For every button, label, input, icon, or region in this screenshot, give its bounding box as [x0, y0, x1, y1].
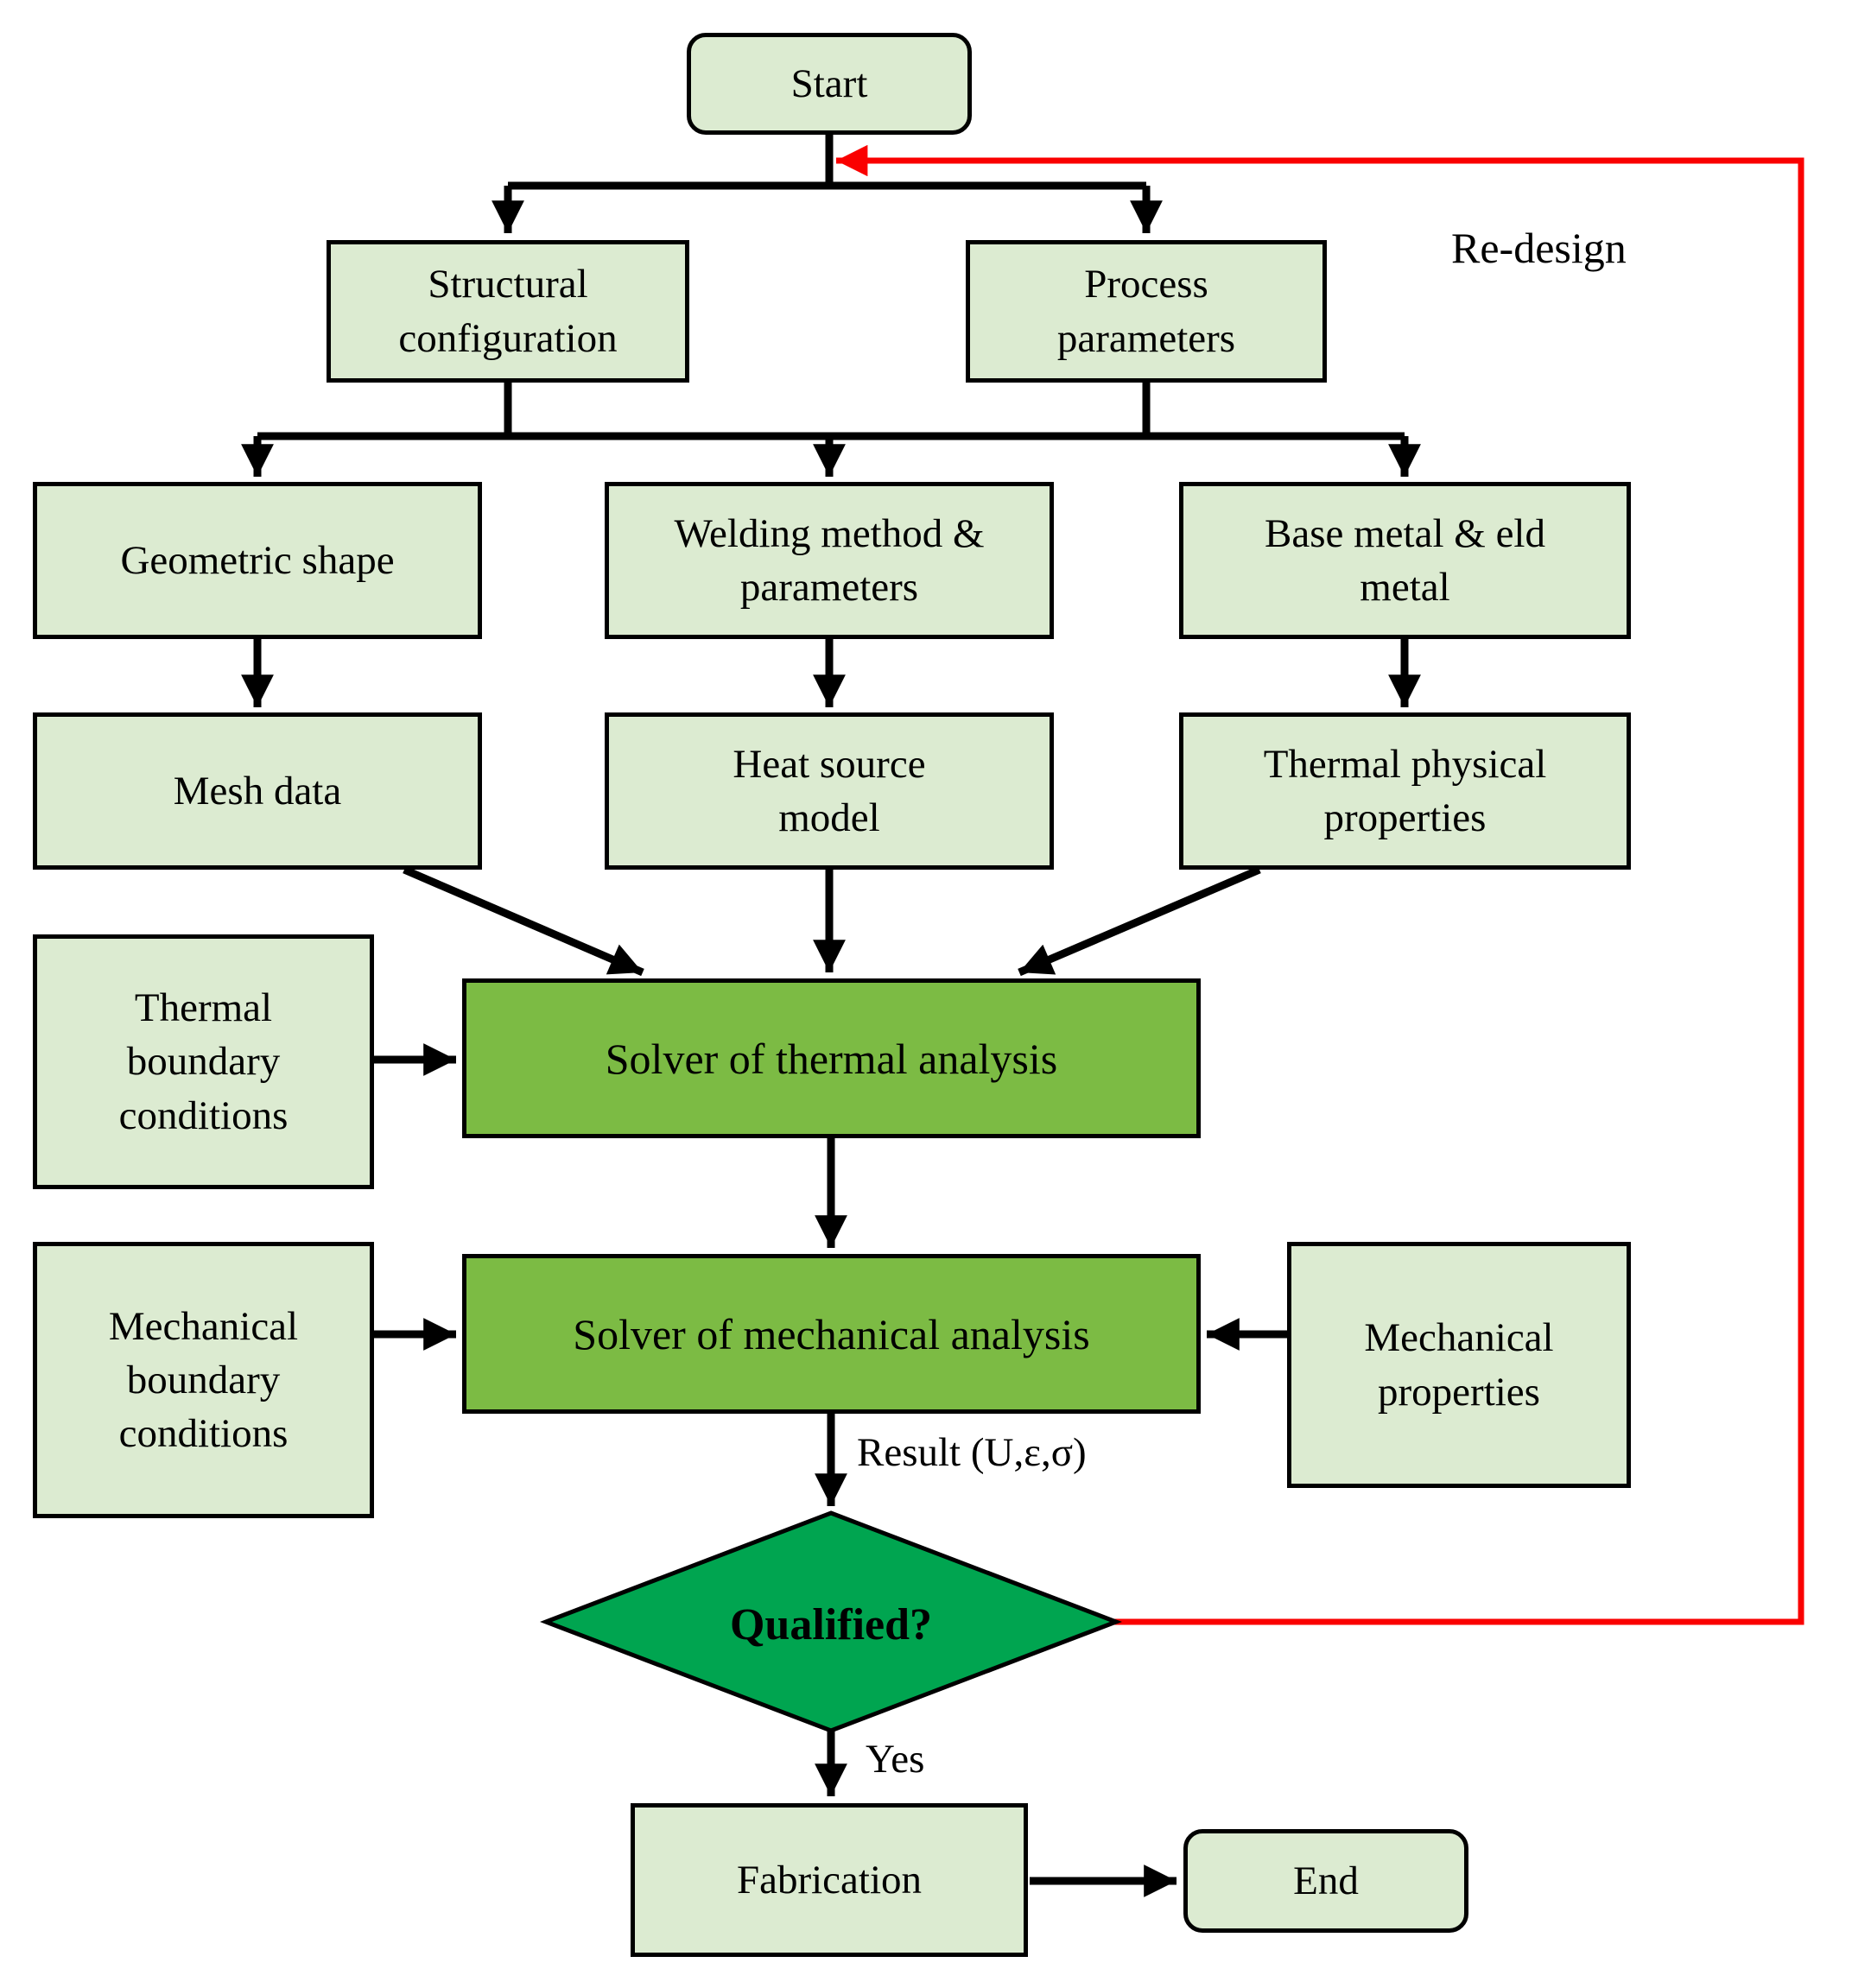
- edge-label-redesign: Re-design: [1451, 224, 1627, 272]
- node-fabrication: Fabrication: [631, 1803, 1028, 1957]
- node-solver-thermal-analysis: Solver of thermal analysis: [462, 978, 1201, 1138]
- node-mechanical-properties: Mechanical properties: [1287, 1242, 1631, 1488]
- node-welding-method-parameters: Welding method & parameters: [605, 482, 1054, 639]
- edge-label-result: Result (U,ε,σ): [857, 1430, 1087, 1475]
- node-thermal-boundary-conditions: Thermal boundary conditions: [33, 934, 374, 1189]
- node-solver-mechanical-analysis: Solver of mechanical analysis: [462, 1254, 1201, 1414]
- node-start: Start: [687, 33, 972, 135]
- edge-label-yes: Yes: [866, 1737, 925, 1782]
- edge-thermalprops-thermalsolver: [1018, 865, 1261, 977]
- node-structural-configuration: Structural configuration: [327, 240, 689, 383]
- node-mesh-data: Mesh data: [33, 712, 482, 870]
- node-mechanical-boundary-conditions: Mechanical boundary conditions: [33, 1242, 374, 1518]
- node-geometric-shape: Geometric shape: [33, 482, 482, 639]
- node-heat-source-model: Heat source model: [605, 712, 1054, 870]
- node-end: End: [1183, 1829, 1468, 1933]
- edge-mesh-thermalsolver: [403, 865, 644, 977]
- node-base-metal-weld-metal: Base metal & eld metal: [1179, 482, 1631, 639]
- node-thermal-physical-properties: Thermal physical properties: [1179, 712, 1631, 870]
- decision-qualified-label: Qualified?: [729, 1600, 933, 1649]
- node-process-parameters: Process parameters: [966, 240, 1327, 383]
- decision-qualified-shape: [539, 1510, 1123, 1733]
- edge-redesign-loop: [836, 144, 1804, 1625]
